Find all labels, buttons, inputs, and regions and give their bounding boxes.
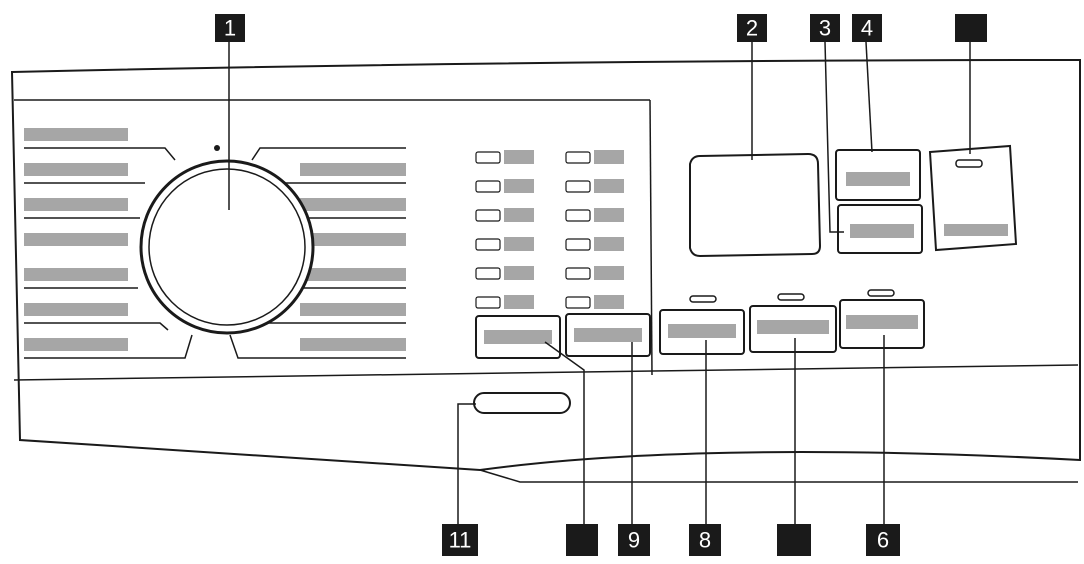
button-3[interactable] — [837, 204, 923, 254]
indicator-column-a — [475, 150, 534, 309]
callout-3: 3 — [810, 14, 840, 42]
button-6-lamp — [867, 289, 895, 297]
button-4[interactable] — [835, 149, 921, 201]
callout-2: 2 — [737, 14, 767, 42]
callout-6: 6 — [866, 524, 900, 556]
option-button-10[interactable] — [749, 293, 837, 353]
svg-text:2: 2 — [746, 16, 758, 41]
start-pause-button[interactable] — [928, 144, 1018, 252]
dial-indicator-dot — [214, 145, 220, 151]
callout-7 — [566, 524, 598, 556]
program-labels-right — [229, 147, 406, 359]
panel-outline — [10, 58, 1081, 483]
display-window — [689, 152, 822, 258]
indicator-column-b — [565, 150, 624, 309]
svg-text:8: 8 — [699, 528, 711, 553]
svg-text:9: 9 — [628, 528, 640, 553]
callout-1: 1 — [215, 14, 245, 42]
callout-5 — [955, 14, 987, 42]
svg-text:1: 1 — [224, 16, 236, 41]
svg-text:11: 11 — [449, 528, 472, 553]
program-dial[interactable] — [139, 145, 315, 335]
button-10-lamp — [777, 293, 805, 301]
option-button-8[interactable] — [659, 295, 745, 355]
callout-4: 4 — [852, 14, 882, 42]
option-button-6[interactable] — [839, 289, 925, 349]
program-labels-left — [24, 128, 193, 359]
option-button-7[interactable] — [475, 315, 561, 359]
detergent-drawer-handle[interactable] — [473, 392, 571, 414]
option-button-9[interactable] — [565, 313, 651, 357]
svg-text:6: 6 — [877, 528, 889, 553]
callout-10 — [777, 524, 811, 556]
callout-11: 11 — [442, 524, 478, 556]
svg-text:4: 4 — [861, 16, 873, 41]
svg-text:3: 3 — [819, 16, 831, 41]
callout-9: 9 — [618, 524, 650, 556]
leader-lines — [228, 41, 971, 528]
callout-8: 8 — [689, 524, 721, 556]
button-8-lamp — [689, 295, 717, 303]
start-button-lamp — [955, 159, 983, 168]
